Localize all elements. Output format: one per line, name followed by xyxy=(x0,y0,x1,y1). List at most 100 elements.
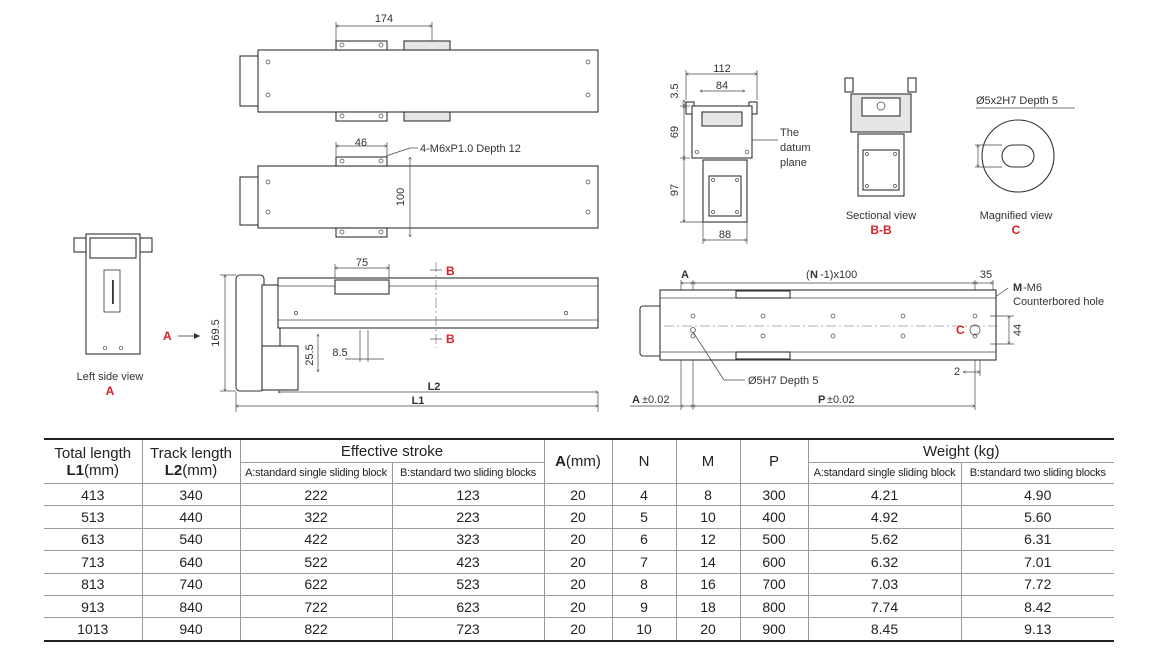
cell-total-length: 613 xyxy=(44,527,143,552)
cell-p: 300 xyxy=(739,482,809,507)
cell-total-length: 713 xyxy=(44,550,143,574)
cell-weight-b: 7.72 xyxy=(960,572,1114,596)
pin-note: Ø5H7 Depth 5 xyxy=(748,375,818,387)
magnified-view-caption: Magnified view xyxy=(980,210,1053,222)
pitch-open: ( xyxy=(806,269,810,281)
cell-total-length: 513 xyxy=(44,505,143,529)
bottom-view: A ( N -1)x100 35 M -M6 Counterbored hole… xyxy=(630,269,1104,410)
cell-track-length: 440 xyxy=(141,505,241,529)
dim-2: 2 xyxy=(954,366,960,378)
tol-P: P xyxy=(818,394,825,406)
cell-weight-a: 8.45 xyxy=(807,617,962,642)
cell-n: 4 xyxy=(611,482,677,507)
cell-weight-b: 7.01 xyxy=(960,550,1114,574)
top-view: 174 xyxy=(239,13,599,122)
hole-M-rest: -M6 xyxy=(1023,282,1042,294)
cell-track-length: 640 xyxy=(141,550,241,574)
left-view-caption: Left side view xyxy=(77,371,144,383)
cell-stroke-b: 623 xyxy=(391,594,545,619)
cell-m: 18 xyxy=(675,594,741,619)
dim-69: 69 xyxy=(669,126,681,138)
label-L1: L1 xyxy=(412,395,425,407)
cell-weight-a: 4.92 xyxy=(807,505,962,529)
section-mark-top: B xyxy=(446,264,455,278)
cell-m: 20 xyxy=(675,617,741,642)
header-m: M xyxy=(675,438,741,484)
dim-44: 44 xyxy=(1012,324,1024,336)
dim-112: 112 xyxy=(713,63,731,75)
cell-p: 700 xyxy=(739,572,809,596)
header-effective-stroke: Effective stroke xyxy=(239,438,545,463)
magnified-hole-note: Ø5x2H7 Depth 5 xyxy=(976,95,1058,107)
datum-label-3: plane xyxy=(780,157,807,169)
datum-label-2: datum xyxy=(780,142,811,154)
cell-weight-a: 5.62 xyxy=(807,527,962,552)
second-view: 46 4-M6xP1.0 Depth 12 100 xyxy=(239,137,599,238)
detail-C-label: C xyxy=(956,323,965,337)
cell-weight-a: 7.03 xyxy=(807,572,962,596)
cell-weight-a: 7.74 xyxy=(807,594,962,619)
header-p: P xyxy=(739,438,809,484)
cell-n: 9 xyxy=(611,594,677,619)
tol-P-rest: ±0.02 xyxy=(827,394,854,406)
dim-97: 97 xyxy=(669,184,681,196)
cell-stroke-a: 622 xyxy=(239,572,393,596)
cell-m: 16 xyxy=(675,572,741,596)
hole-desc: Counterbored hole xyxy=(1013,296,1104,308)
dim-height: 169.5 xyxy=(210,319,222,347)
magnified-view-letter: C xyxy=(1012,223,1021,237)
cell-stroke-a: 222 xyxy=(239,482,393,507)
cell-weight-b: 9.13 xyxy=(960,617,1114,642)
cell-a-mm: 20 xyxy=(543,527,613,552)
header-a: A(mm) xyxy=(543,438,613,484)
view-arrow-label: A xyxy=(163,329,172,343)
cell-n: 10 xyxy=(611,617,677,642)
tol-A-rest: ±0.02 xyxy=(642,394,669,406)
cell-total-length: 1013 xyxy=(44,617,143,642)
brand-plate-mark: ▬▬▬▬ xyxy=(110,280,116,304)
cell-a-mm: 20 xyxy=(543,572,613,596)
tol-A: A xyxy=(632,394,640,406)
cell-m: 10 xyxy=(675,505,741,529)
label-L2: L2 xyxy=(428,381,441,393)
cell-stroke-b: 523 xyxy=(391,572,545,596)
header-n: N xyxy=(611,438,677,484)
cell-n: 5 xyxy=(611,505,677,529)
dim-8-5: 8.5 xyxy=(332,347,347,359)
cell-weight-a: 6.32 xyxy=(807,550,962,574)
cell-n: 8 xyxy=(611,572,677,596)
sectional-view: Sectional view B-B xyxy=(844,77,917,237)
cell-stroke-b: 323 xyxy=(391,527,545,552)
cell-total-length: 813 xyxy=(44,572,143,596)
magnified-view: Ø5x2H7 Depth 5 Magnified view C xyxy=(975,95,1075,237)
header-stroke-a: A:standard single sliding block xyxy=(239,462,393,484)
dim-3-5: 3.5 xyxy=(669,83,681,98)
dim-25-5: 25.5 xyxy=(304,344,316,365)
dim-width: 100 xyxy=(395,188,407,206)
dim-block-width: 46 xyxy=(355,137,367,149)
cell-weight-b: 4.90 xyxy=(960,482,1114,507)
cell-p: 600 xyxy=(739,550,809,574)
section-mark-bottom: B xyxy=(446,332,455,346)
cell-stroke-a: 322 xyxy=(239,505,393,529)
cell-a-mm: 20 xyxy=(543,594,613,619)
header-track-length: Track length L2(mm) xyxy=(141,438,241,484)
header-weight-a: A:standard single sliding block xyxy=(807,462,962,484)
sectional-view-caption: Sectional view xyxy=(846,210,916,222)
cell-stroke-b: 223 xyxy=(391,505,545,529)
header-weight: Weight (kg) xyxy=(807,438,1114,463)
end-view: 112 84 3.5 69 97 88 The datum plane xyxy=(669,63,811,244)
dim-88: 88 xyxy=(719,229,731,241)
cell-stroke-a: 422 xyxy=(239,527,393,552)
cell-weight-a: 4.21 xyxy=(807,482,962,507)
pitch-N: N xyxy=(810,269,818,281)
cell-stroke-b: 423 xyxy=(391,550,545,574)
dim-84: 84 xyxy=(716,80,728,92)
cell-a-mm: 20 xyxy=(543,550,613,574)
